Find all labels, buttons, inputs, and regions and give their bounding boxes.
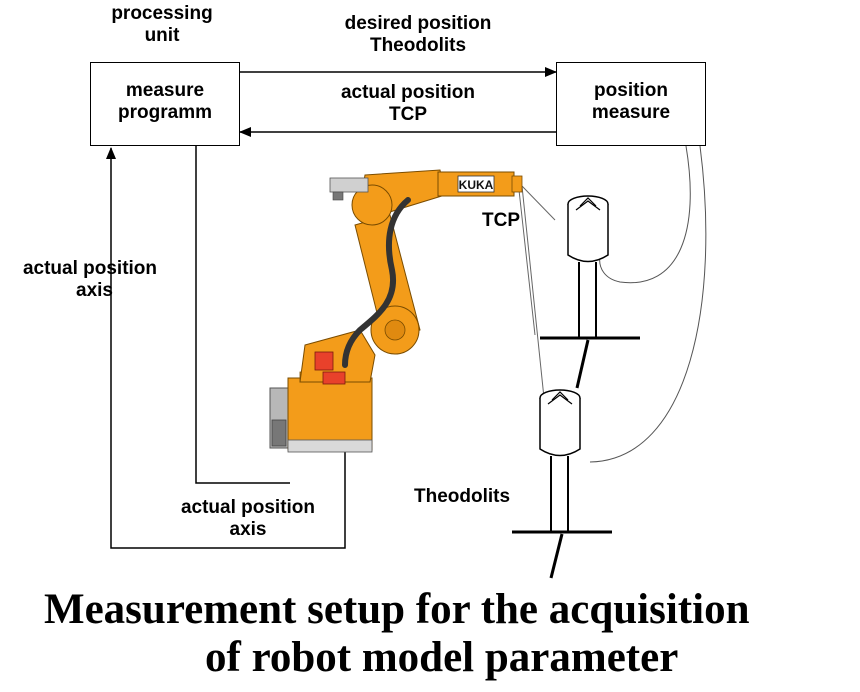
desired-position-label-1: desired position: [344, 13, 492, 34]
theodolits-label: Theodolits: [414, 486, 511, 507]
axis-feedback-line-outer: [106, 147, 346, 549]
actual-position-axis-bottom-label-1: actual position: [180, 497, 316, 518]
processing-unit-label-2: unit: [144, 25, 180, 46]
sight-line-2: [521, 185, 545, 399]
robot-badge-text: KUKA: [459, 178, 494, 192]
measure-programm-box: measure programm: [90, 62, 240, 146]
actual-position-axis-left-label-2: axis: [76, 280, 113, 301]
theodolit-lower: [512, 389, 612, 579]
axis-feedback-line-inner: [195, 145, 290, 484]
caption-line-2: of robot model parameter: [205, 634, 679, 681]
desired-position-label-2: Theodolits: [369, 35, 467, 56]
sight-line-1: [521, 185, 556, 221]
robot-cable: [342, 197, 411, 368]
measure-programm-label-1: measure: [125, 80, 205, 101]
actual-position-axis-left-label-1: actual position: [22, 258, 158, 279]
cable-lower-theodolit: [589, 145, 707, 463]
robot-badge-bg: [457, 175, 495, 193]
actual-position-axis-bottom-label-2: axis: [229, 519, 267, 540]
processing-unit-label-1: processing: [111, 3, 213, 24]
robot-base: [287, 377, 373, 451]
tcp-label: TCP: [482, 210, 520, 231]
position-measure-label-2: measure: [591, 102, 671, 123]
cable-upper-theodolit: [599, 145, 691, 284]
robot: [269, 169, 523, 453]
position-measure-label-1: position: [594, 80, 668, 101]
theodolit-upper: [540, 195, 640, 389]
actual-position-tcp-label-1: actual position: [340, 82, 476, 103]
position-measure-box: position measure: [556, 62, 706, 146]
actual-position-tcp-label-2: TCP: [389, 104, 427, 125]
measure-programm-label-2: programm: [118, 102, 212, 123]
sight-line-3: [518, 189, 536, 336]
caption-line-1: Measurement setup for the acquisition: [44, 586, 750, 633]
